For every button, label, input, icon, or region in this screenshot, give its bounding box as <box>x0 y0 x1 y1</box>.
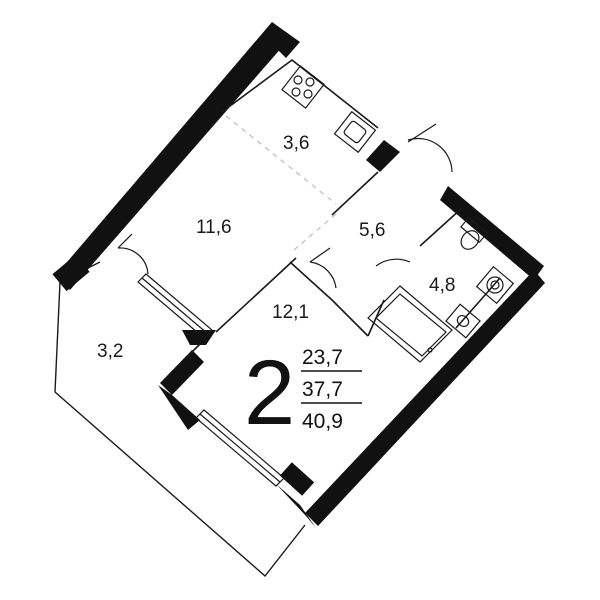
stove-icon <box>281 65 325 109</box>
window-icon <box>137 273 285 487</box>
interior-walls <box>187 58 501 357</box>
room-area-balcony: 3,2 <box>97 341 123 362</box>
door-swing-icon <box>117 123 453 289</box>
room-area-bedroom: 12,1 <box>272 302 309 323</box>
area-with-balcony: 40,9 <box>302 410 343 433</box>
bathtub-icon <box>367 285 453 363</box>
room-area-kitchen-living: 11,6 <box>196 217 232 238</box>
washing-machine-icon <box>475 265 515 305</box>
room-area-kitchen-small: 3,6 <box>283 133 309 154</box>
exterior-walls <box>52 22 545 528</box>
sink-icon <box>333 110 377 154</box>
area-living: 23,7 <box>302 346 343 369</box>
room-area-hall: 5,6 <box>359 220 385 241</box>
area-total: 37,7 <box>302 378 343 401</box>
washbasin-icon <box>445 303 481 339</box>
room-area-bathroom: 4,8 <box>429 275 455 296</box>
zone-dividers <box>225 115 337 251</box>
toilet-icon <box>460 216 488 250</box>
room-count: 2 <box>244 342 295 444</box>
